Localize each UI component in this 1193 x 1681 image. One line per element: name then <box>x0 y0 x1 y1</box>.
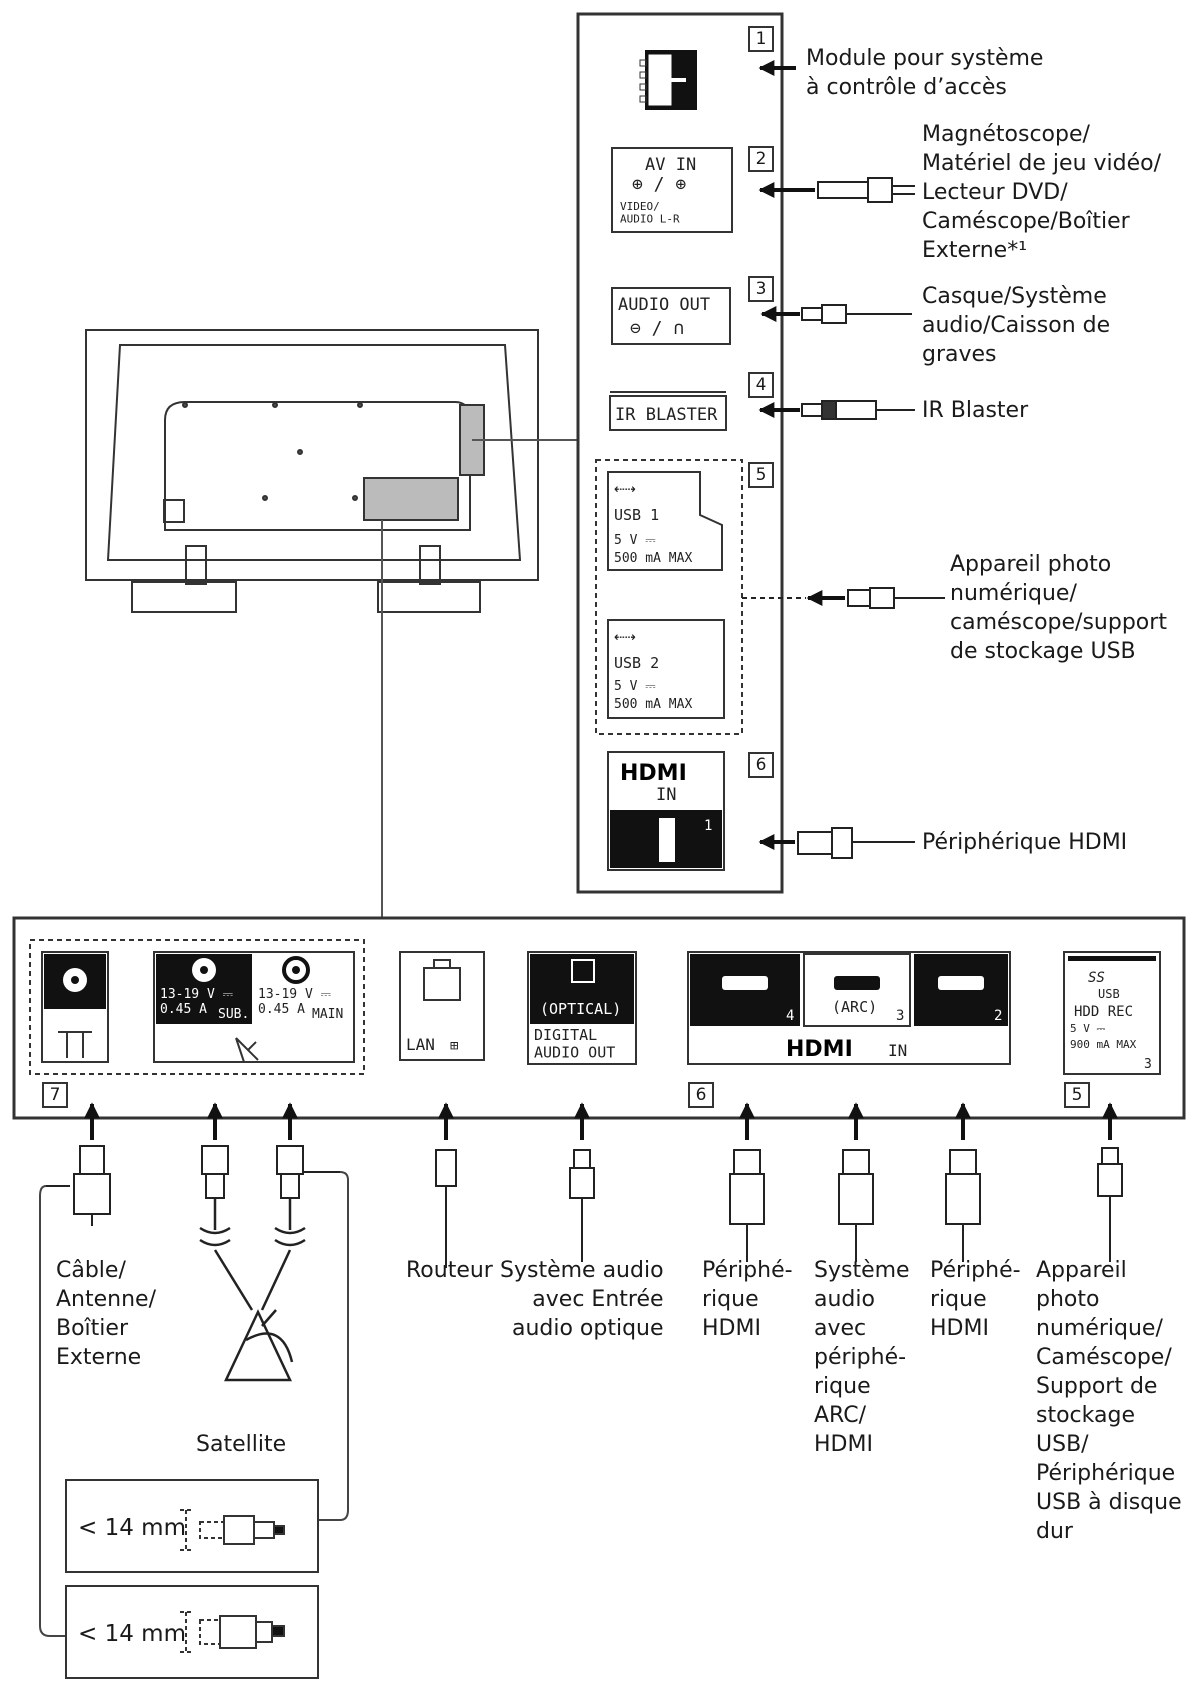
usb2-power: 5 V ⎓ <box>614 679 656 694</box>
usb1-icon: ⇠⇢ <box>614 478 636 499</box>
side-num-2: 2 <box>748 146 774 172</box>
side-num-6: 6 <box>748 752 774 778</box>
usb3-num: 3 <box>1144 1057 1152 1072</box>
label-arc-audio-system: Système audio avec périphé- rique ARC/ H… <box>814 1258 910 1457</box>
side-num-5: 5 <box>748 462 774 488</box>
satellite-port-box: 13-19 V ⎓0.45 A SUB. 13-19 V ⎓0.45 A MAI… <box>153 951 355 1063</box>
hdmi-strip-in: IN <box>888 1041 907 1060</box>
tv-back-illustration <box>85 329 539 613</box>
hdmi-port-strip: 4 (ARC) 3 2 HDMI IN <box>687 951 1011 1065</box>
label-usb-hdd-devices: Appareil photo numérique/ Caméscope/ Sup… <box>1036 1258 1182 1544</box>
usb1-label: USB 1 <box>614 506 659 524</box>
label-optical-audio-system: Système audio avec Entrée audio optique <box>500 1258 664 1341</box>
label-av-devices: Magnétoscope/ Matériel de jeu vidéo/ Lec… <box>922 122 1162 263</box>
usb3-power: 5 V ⎓ <box>1070 1022 1105 1035</box>
connector-note-2: < 14 mm <box>78 1621 186 1647</box>
usb3-sub: HDD REC <box>1074 1004 1133 1020</box>
usb3-ss-logo: SS <box>1088 970 1105 986</box>
sat-main-spec: 13-19 V ⎓0.45 A <box>258 987 331 1017</box>
hdmi1-in: IN <box>656 785 676 805</box>
av-in-icons: ⊕ / ⊕ <box>632 174 686 195</box>
av-in-sub: VIDEO/AUDIO L-R <box>620 200 680 226</box>
usb2-port-box: ⇠⇢ USB 2 5 V ⎓ 500 mA MAX <box>607 619 725 719</box>
bottom-num-6: 6 <box>688 1082 714 1108</box>
usb3-title: USB <box>1098 987 1120 1001</box>
label-cable-antenna: Câble/ Antenne/ Boîtier Externe <box>56 1258 156 1370</box>
usb2-label: USB 2 <box>614 654 659 672</box>
usb3-current: 900 mA MAX <box>1070 1038 1137 1051</box>
side-cables <box>742 177 945 859</box>
hdmi4-num: 4 <box>786 1008 794 1024</box>
ir-blaster-title: IR BLASTER <box>615 405 718 425</box>
lan-label: LAN <box>406 1035 435 1054</box>
cam-slot-icon <box>639 50 697 110</box>
hdmi2-num: 2 <box>994 1008 1002 1024</box>
usb2-icon: ⇠⇢ <box>614 626 636 647</box>
hdmi1-num: 1 <box>704 818 712 834</box>
lan-port-box: LAN ⊞ <box>399 951 485 1061</box>
label-hdmi4-device: Périphé- rique HDMI <box>702 1258 793 1341</box>
usb3-port-box: SS USB HDD REC 5 V ⎓ 900 mA MAX 3 <box>1063 951 1161 1075</box>
label-satellite: Satellite <box>196 1432 287 1457</box>
side-num-1: 1 <box>748 26 774 52</box>
usb2-current: 500 mA MAX <box>614 697 692 712</box>
usb1-power: 5 V ⎓ <box>614 533 656 548</box>
label-cam-module: Module pour système à contrôle d’accès <box>806 46 1044 100</box>
antenna-group-dashed <box>29 939 365 1075</box>
label-usb-side-devices: Appareil photo numérique/ caméscope/supp… <box>950 552 1167 664</box>
satellite-dish-illustration <box>199 1198 306 1382</box>
side-num-3: 3 <box>748 276 774 302</box>
bottom-cable-plugs <box>46 1145 1123 1268</box>
hdmi1-port-box: HDMI IN 1 <box>607 751 725 871</box>
label-router: Routeur <box>406 1258 493 1283</box>
hdmi-arc-label: (ARC) <box>832 998 877 1016</box>
headphone-icon: ⊖ / ∩ <box>630 318 684 339</box>
sat-sub-spec: 13-19 V ⎓0.45 A <box>160 987 233 1017</box>
hdmi1-logo: HDMI <box>620 761 687 786</box>
rf-antenna-port <box>41 951 109 1063</box>
connector-note-boxes <box>65 1479 319 1679</box>
sat-sub-tag: SUB. <box>218 1007 249 1022</box>
optical-label: (OPTICAL) <box>540 1000 621 1018</box>
side-num-4: 4 <box>748 372 774 398</box>
label-hdmi2-device: Périphé- rique HDMI <box>930 1258 1021 1341</box>
hdmi3-num: 3 <box>896 1008 904 1024</box>
audio-out-port-box <box>611 287 731 345</box>
usb1-current: 500 mA MAX <box>614 551 692 566</box>
hdmi-strip-logo: HDMI <box>786 1037 853 1062</box>
ir-blaster-port-box <box>609 395 727 431</box>
connector-note-1: < 14 mm <box>78 1515 186 1541</box>
av-in-title: AV IN <box>645 155 696 175</box>
usb1-port-box: ⇠⇢ USB 1 5 V ⎓ 500 mA MAX <box>607 471 723 571</box>
bottom-num-5: 5 <box>1064 1082 1090 1108</box>
audio-out-title: AUDIO OUT <box>618 295 710 315</box>
av-in-port-box <box>611 147 733 233</box>
lan-network-icon: ⊞ <box>450 1038 459 1054</box>
sat-main-tag: MAIN <box>312 1007 343 1022</box>
label-ir-blaster: IR Blaster <box>922 398 1029 423</box>
label-hdmi1-device: Périphérique HDMI <box>922 830 1128 855</box>
bottom-num-7: 7 <box>42 1082 68 1108</box>
label-headphone-devices: Casque/Système audio/Caisson de graves <box>922 284 1111 367</box>
